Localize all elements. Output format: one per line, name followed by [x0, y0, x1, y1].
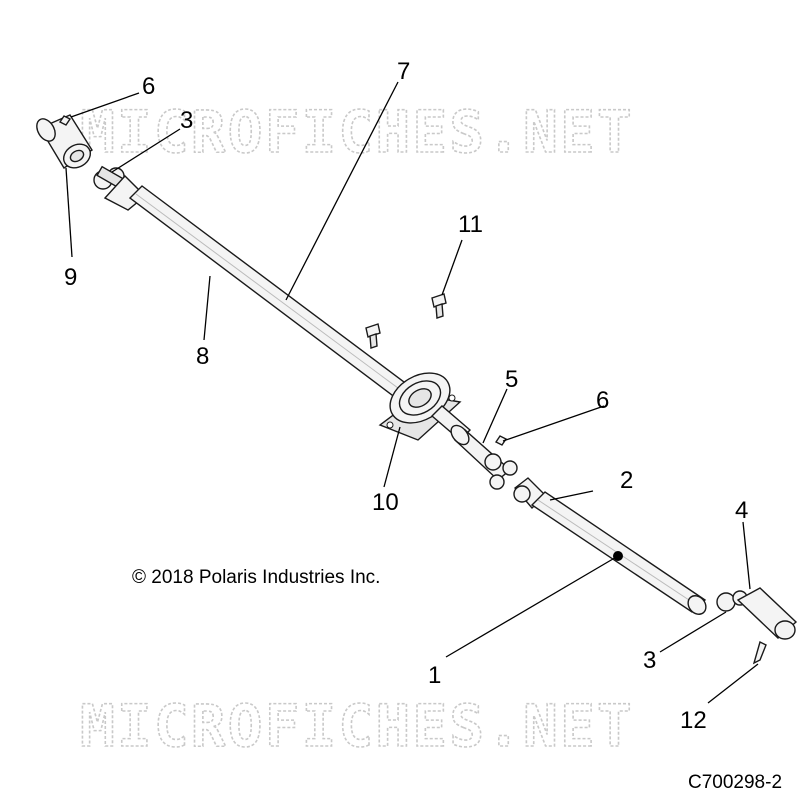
- end-yoke-part: [736, 587, 798, 640]
- callout-3-top: 3: [180, 107, 193, 134]
- callout-6-top: 6: [142, 73, 155, 100]
- callout-1: 1: [428, 662, 441, 689]
- front-shaft-part: [103, 174, 410, 399]
- left-coupler-part: [36, 114, 93, 169]
- copyright-text: © 2018 Polaris Industries Inc.: [132, 567, 380, 588]
- watermark-bottom: MICROFICHES.NET: [80, 692, 634, 760]
- watermark-top: MICROFICHES.NET: [80, 98, 634, 166]
- leader-lines: [65, 81, 759, 704]
- mounting-bolt-part: [365, 293, 447, 349]
- callout-9: 9: [64, 264, 77, 291]
- callout-10: 10: [372, 489, 399, 516]
- center-set-screw-part: [494, 435, 508, 446]
- roll-pin-part: [752, 640, 767, 665]
- rear-shaft-part: [530, 491, 707, 615]
- callout-5: 5: [505, 366, 518, 393]
- callout-7: 7: [397, 58, 410, 85]
- callout-4: 4: [735, 497, 748, 524]
- left-u-joint-part: [93, 165, 125, 190]
- drawing-number: C700298-2: [688, 772, 782, 793]
- callout-3-bottom: 3: [643, 647, 656, 674]
- center-yoke-part: [450, 424, 546, 510]
- left-set-screw-part: [58, 115, 72, 126]
- callout-8: 8: [196, 343, 209, 370]
- callout-2: 2: [620, 467, 633, 494]
- callout-6-center: 6: [596, 387, 609, 414]
- callout-11: 11: [458, 211, 483, 238]
- callout-12: 12: [680, 707, 707, 734]
